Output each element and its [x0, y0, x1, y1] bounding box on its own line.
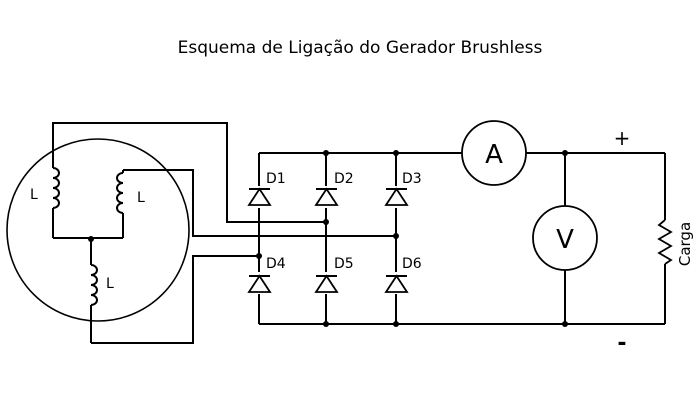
junction-dot [393, 321, 399, 327]
coil-2: L [116, 170, 145, 238]
diode-d1: D1 [247, 171, 286, 208]
diode-label: D6 [402, 256, 422, 272]
coil-label: L [137, 190, 145, 206]
diode-d3: D3 [384, 171, 422, 208]
diode-label: D2 [334, 171, 354, 187]
junction-dot [323, 321, 329, 327]
diode-d2: D2 [314, 171, 354, 208]
junction-dot [323, 219, 329, 225]
diode-d4: D4 [247, 256, 286, 294]
negative-sign: - [617, 331, 626, 356]
star-node [88, 236, 94, 242]
coil-label: L [30, 187, 38, 203]
diode-label: D4 [266, 256, 286, 272]
diode-d6: D6 [384, 256, 422, 294]
phase-wire-3 [91, 255, 259, 344]
coil-1: L [30, 160, 60, 238]
load-resistor [657, 219, 673, 265]
junction-dot [393, 233, 399, 239]
load-label: Carga [676, 222, 694, 266]
ammeter-label: A [485, 140, 503, 170]
voltmeter: V [532, 205, 598, 271]
generator-stator [6, 138, 190, 322]
phase-wire-2 [123, 169, 396, 237]
junction-dot [323, 150, 329, 156]
voltmeter-label: V [556, 225, 574, 255]
ammeter: A [461, 120, 527, 186]
positive-sign: + [614, 126, 631, 150]
coil-label: L [106, 276, 114, 292]
diode-label: D1 [266, 171, 286, 187]
diode-label: D3 [402, 171, 422, 187]
coil-3: L [90, 240, 114, 343]
diagram-title: Esquema de Ligação do Gerador Brushless [177, 38, 543, 58]
junction-dot [256, 253, 262, 259]
voltmeter-body [532, 205, 598, 271]
diode-label: D5 [334, 256, 354, 272]
junction-dot [393, 150, 399, 156]
diode-d5: D5 [314, 256, 354, 294]
